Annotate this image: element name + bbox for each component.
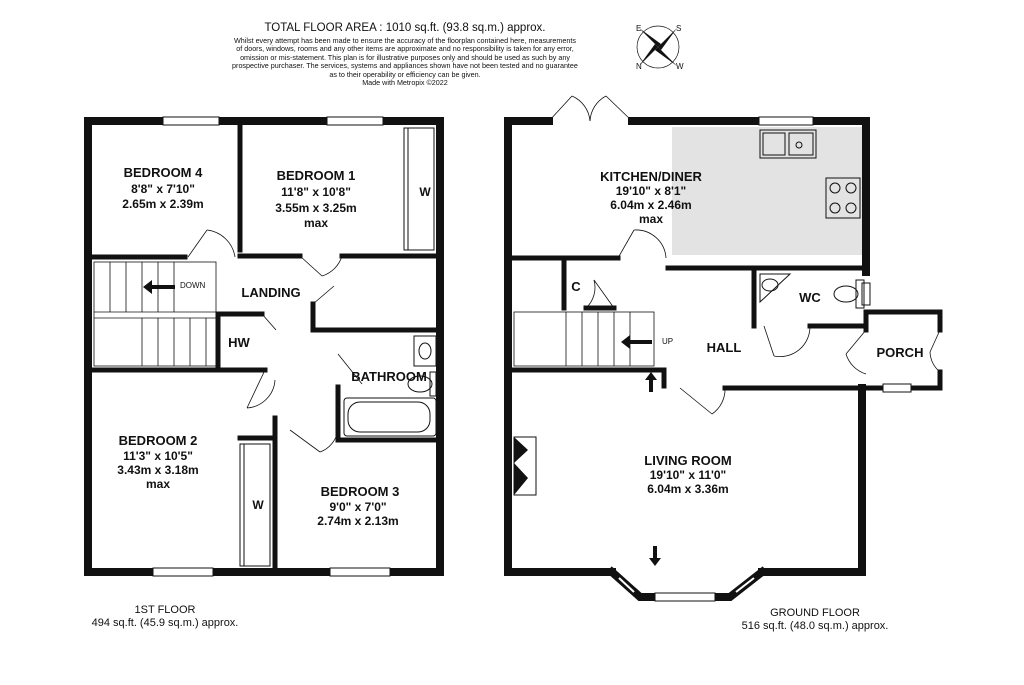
compass-letter: S [676, 24, 681, 33]
room-name: PORCH [877, 345, 924, 360]
compass-letter: W [676, 62, 684, 71]
room-dimensions: 6.04m x 2.46m [610, 198, 691, 212]
room-name: C [571, 279, 581, 294]
room-dimensions: 19'10" x 11'0" [650, 468, 726, 482]
arrow-down-icon [143, 280, 175, 294]
room-dimensions: 2.65m x 2.39m [122, 197, 203, 211]
disclaimer-line: as to their operability or efficiency ca… [329, 69, 481, 79]
room-name: BEDROOM 1 [277, 168, 356, 183]
room-dimensions: 9'0" x 7'0" [329, 500, 386, 514]
room-name: LANDING [241, 285, 300, 300]
room-dimensions: 11'3" x 10'5" [123, 449, 193, 463]
room-name: LIVING ROOM [644, 453, 731, 468]
disclaimer-line: Made with Metropix ©2022 [362, 78, 448, 88]
room-dimensions: 8'8" x 7'10" [131, 182, 195, 196]
first-floor-caption: 1ST FLOOR 494 sq.ft. (45.9 sq.m.) approx… [60, 604, 270, 630]
room-name: WC [799, 290, 821, 305]
room-dimensions: 6.04m x 3.36m [647, 482, 728, 496]
room-note: max [639, 212, 663, 226]
disclaimer-line: Whilst every attempt has been made to en… [234, 36, 576, 45]
compass-icon: S W N E [636, 24, 684, 71]
room-name: BEDROOM 4 [124, 165, 204, 180]
room-dimensions: 3.43m x 3.18m [117, 463, 198, 477]
ground-floor-caption: GROUND FLOOR 516 sq.ft. (48.0 sq.m.) app… [720, 607, 910, 633]
floor-title: GROUND FLOOR [770, 607, 860, 619]
stair-label: DOWN [180, 281, 206, 290]
total-floor-area: TOTAL FLOOR AREA : 1010 sq.ft. (93.8 sq.… [264, 22, 546, 34]
wardrobe-label: W [419, 185, 431, 199]
room-name: HALL [707, 340, 742, 355]
floor-area: 516 sq.ft. (48.0 sq.m.) approx. [741, 620, 889, 632]
arrow-icon [645, 372, 657, 392]
floor-title: 1ST FLOOR [134, 604, 196, 616]
room-name: BATHROOM [351, 369, 427, 384]
fireplace-icon [513, 436, 537, 496]
compass-letter: E [636, 24, 641, 33]
room-dimensions: 3.55m x 3.25m [275, 201, 356, 215]
disclaimer-line: omission or mis-statement. This plan is … [240, 52, 570, 62]
arrow-icon [649, 546, 661, 566]
room-note: max [304, 216, 328, 230]
room-dimensions: 19'10" x 8'1" [616, 184, 686, 198]
floor-area: 494 sq.ft. (45.9 sq.m.) approx. [91, 617, 239, 629]
room-name: KITCHEN/DINER [600, 169, 702, 184]
room-name: BEDROOM 3 [321, 484, 400, 499]
disclaimer: Whilst every attempt has been made to en… [200, 36, 610, 88]
first-floor-plan: DOWN [84, 116, 444, 577]
wardrobe-label: W [252, 498, 264, 512]
disclaimer-line: of doors, windows, rooms and any other i… [236, 44, 574, 54]
kitchen-worktop [672, 127, 862, 255]
stair-label: UP [662, 337, 673, 346]
disclaimer-line: prospective purchaser. The services, sys… [232, 61, 578, 71]
room-note: max [146, 477, 170, 491]
room-name: HW [228, 335, 250, 350]
arrow-up-icon [621, 335, 652, 349]
room-dimensions: 2.74m x 2.13m [317, 514, 398, 528]
room-name: BEDROOM 2 [119, 433, 198, 448]
ground-floor-plan: UP [504, 95, 943, 602]
compass-letter: N [636, 62, 642, 71]
room-dimensions: 11'8" x 10'8" [281, 185, 351, 199]
